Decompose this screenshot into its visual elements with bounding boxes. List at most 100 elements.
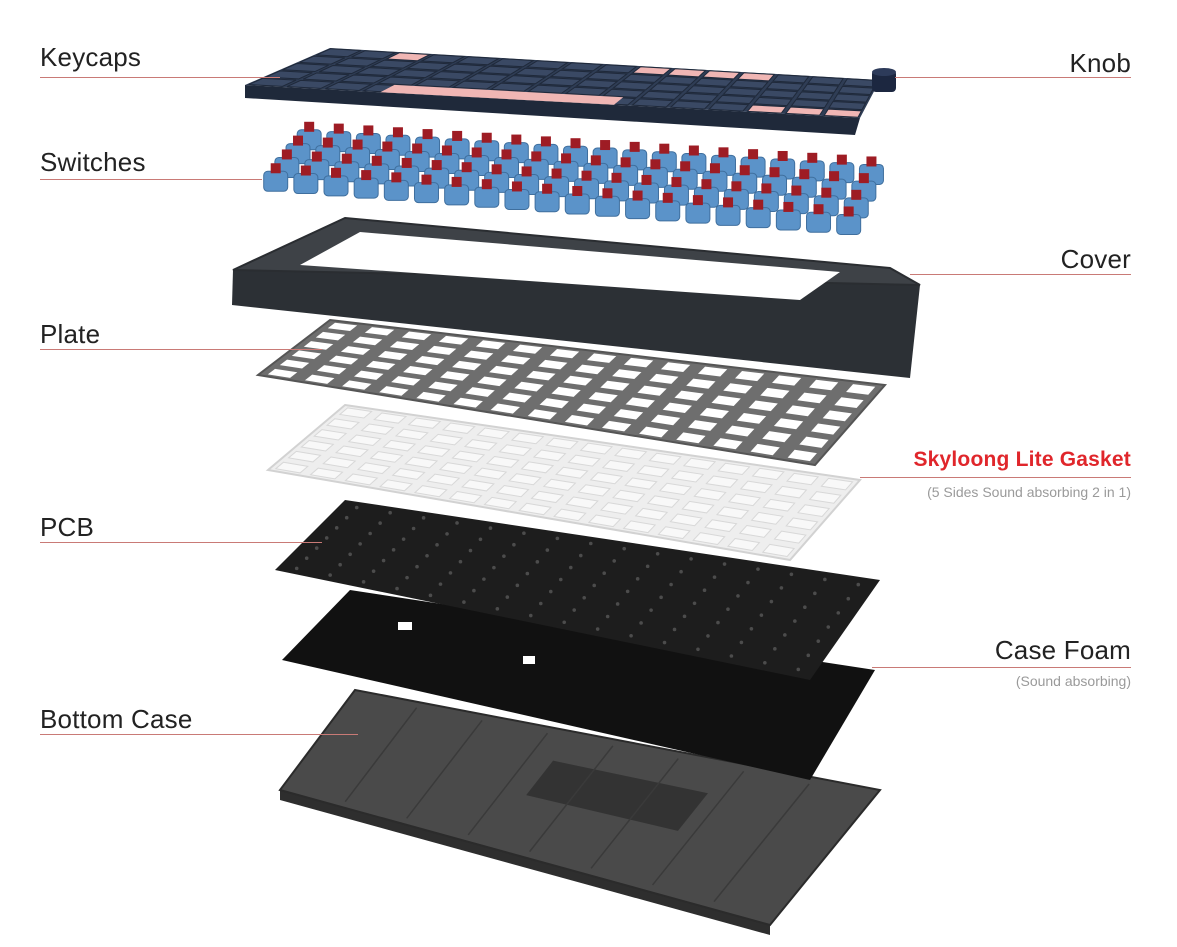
knob-part (872, 68, 896, 92)
gasket-cell (416, 445, 451, 457)
plate-switch-cutout (267, 368, 298, 378)
pcb-hole (582, 595, 587, 600)
pcb-hole (368, 531, 372, 536)
switch-housing (413, 182, 439, 204)
pcb-hole (324, 536, 329, 540)
gasket-cell (274, 461, 309, 474)
pcb-board (275, 500, 880, 680)
case-foam-cutout (523, 656, 535, 664)
keycap (351, 50, 398, 60)
pcb-hole (548, 589, 553, 594)
switch-stem (761, 183, 772, 194)
keycap (648, 83, 691, 93)
keycap (286, 79, 334, 89)
keycap (639, 90, 683, 100)
pcb-hole (689, 557, 693, 561)
keycap (669, 100, 712, 110)
gasket-cell (785, 517, 819, 531)
gasket-cell (508, 473, 542, 486)
plate-switch-cutout (575, 364, 605, 375)
plate-switch-cutout (809, 379, 839, 391)
switches-leader-line (40, 179, 262, 180)
pcb-hole (816, 639, 821, 643)
plate-switch-cutout (834, 397, 864, 409)
switch-stem (692, 195, 703, 206)
pcb-hole (525, 571, 530, 576)
plate-switch-cutout (340, 346, 371, 355)
switch-stem (572, 186, 583, 197)
pcb-hole (696, 647, 700, 652)
keycap (602, 88, 646, 98)
pcb-hole (378, 521, 382, 525)
pcb-hole (538, 601, 543, 606)
plate-switch-cutout (551, 386, 581, 397)
bottom-case-rib (344, 707, 418, 803)
gasket-cell (379, 479, 414, 492)
switch-stem (701, 179, 712, 190)
switch-stem (783, 201, 794, 212)
switch-housing (564, 193, 590, 215)
pcb-hole (793, 619, 797, 623)
plate-switch-cutout (539, 398, 569, 409)
keycap (455, 56, 501, 66)
pcb-layer (275, 500, 880, 680)
gasket-cell (622, 520, 657, 534)
plate-switch-cutout (846, 384, 876, 395)
pcb-hole (763, 660, 767, 665)
keycap (666, 68, 707, 78)
bottom-case-leader-line (40, 734, 358, 735)
switch-stem (600, 140, 611, 151)
gasket-cell (726, 537, 761, 552)
keycap (384, 52, 432, 62)
switch-stem (659, 143, 670, 154)
pcb-hole (358, 542, 362, 546)
gasket-cell (727, 493, 762, 507)
plate-switch-cutout (588, 392, 618, 403)
pcb-hole (381, 558, 386, 563)
keycap (265, 70, 313, 80)
pcb-hole (515, 583, 520, 588)
knob-label: Knob (1069, 48, 1131, 78)
keycap (746, 104, 787, 114)
keycap (299, 55, 345, 65)
pcb-hole (294, 566, 299, 571)
switch-stem (851, 189, 862, 200)
pcb-hole (361, 580, 366, 584)
gasket-cell (382, 439, 417, 452)
gasket-cell (739, 480, 773, 494)
cover-frame-opening (300, 232, 840, 300)
switch-stem (461, 162, 472, 173)
plate-switch-cutout (514, 381, 544, 392)
bottom-case-rib (651, 770, 745, 886)
gasket-cell (751, 467, 785, 481)
pcb-hole (629, 633, 633, 638)
pcb-hole (615, 602, 620, 606)
pcb-hole (729, 654, 734, 658)
gasket-cell (717, 462, 751, 476)
gasket-cell (658, 482, 693, 496)
gasket-cell (530, 490, 565, 504)
plate-switch-cutout (414, 355, 445, 366)
plate-switch-cutout (463, 350, 494, 360)
switch-stem (813, 204, 824, 215)
switch-stem (281, 149, 292, 160)
keycap (677, 92, 720, 102)
gasket-cell (461, 479, 495, 492)
plate-switch-cutout (538, 359, 568, 370)
keycap (722, 87, 763, 97)
switch-housing (444, 184, 470, 206)
switch-housing (263, 170, 289, 192)
plate-switch-cutout (711, 395, 741, 406)
pcb-hole (746, 580, 750, 585)
pcb-hole (796, 667, 801, 672)
gasket-cell (786, 472, 820, 486)
switch-stem (382, 141, 393, 152)
gasket-cell (451, 450, 486, 463)
switch-stem (270, 163, 281, 174)
keycap (338, 74, 388, 84)
pcb-hole (528, 613, 533, 618)
case-foam-cutout (398, 622, 412, 630)
switch-housing (323, 175, 349, 197)
gasket-cell (426, 473, 461, 486)
